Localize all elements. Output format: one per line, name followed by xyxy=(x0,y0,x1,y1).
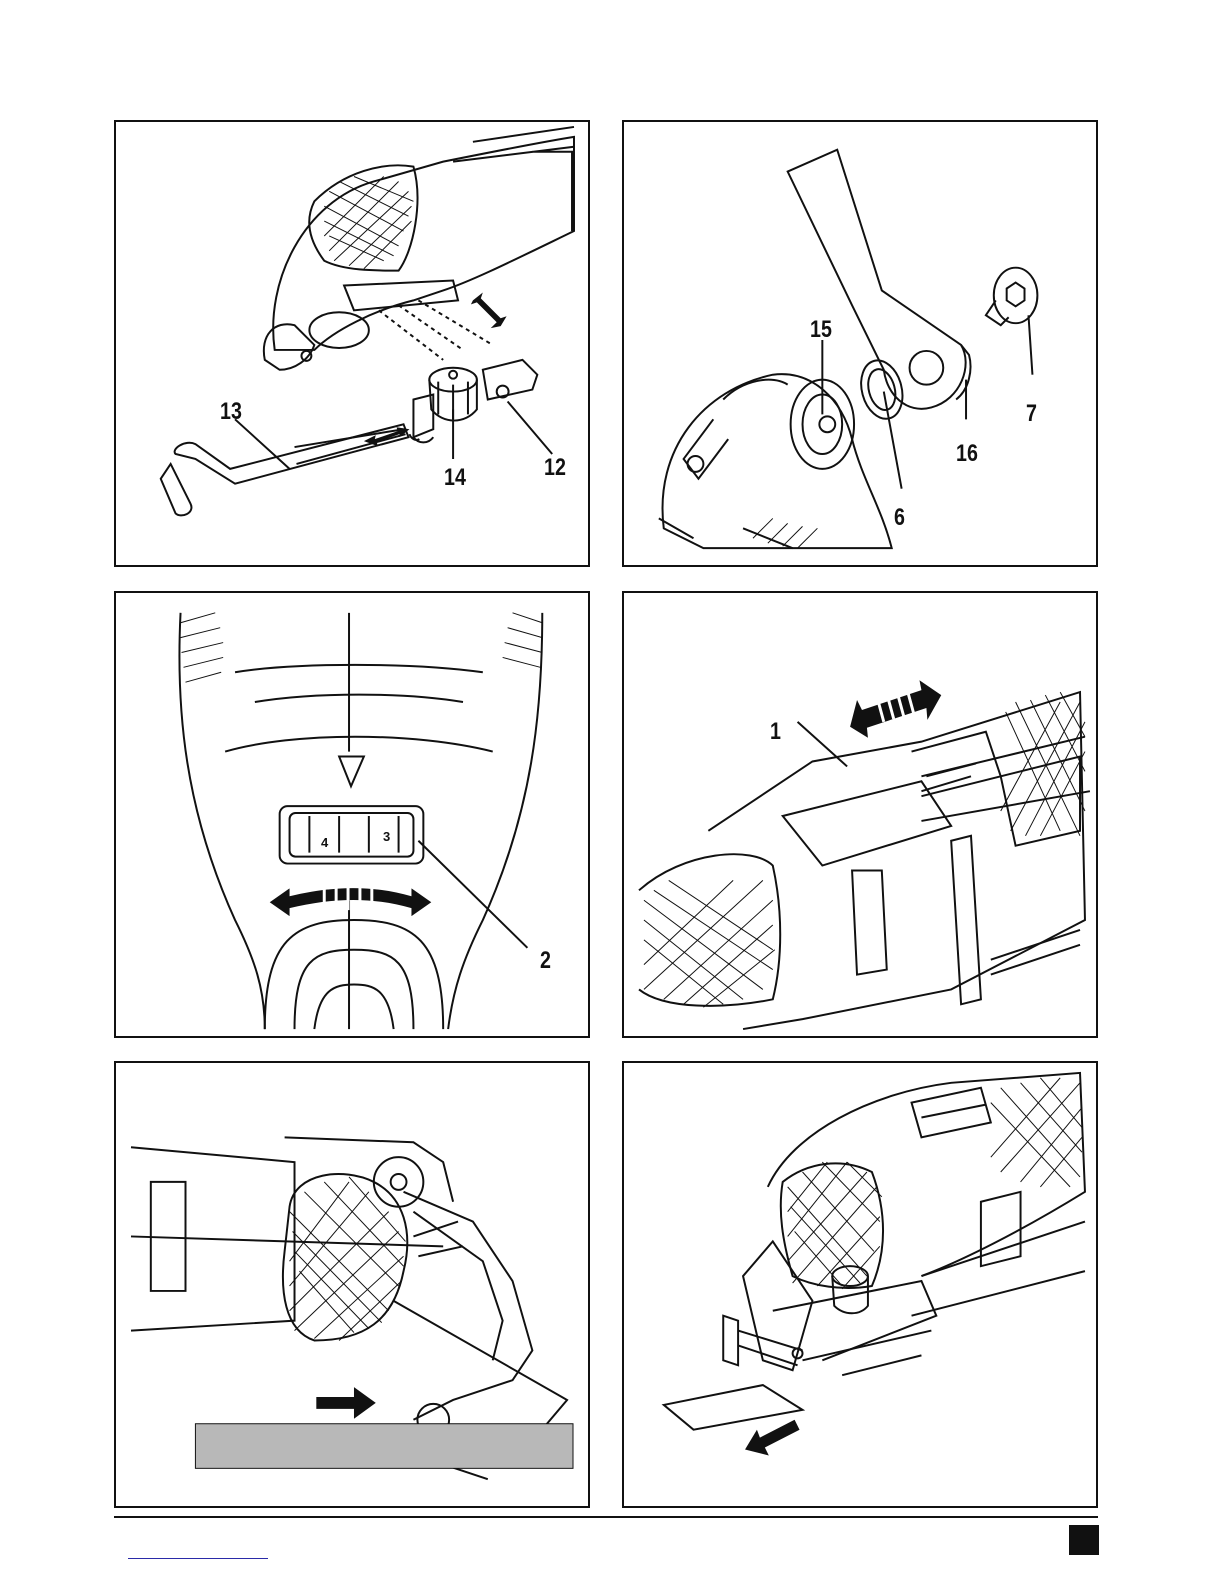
figure-4-panel: 1 xyxy=(622,591,1098,1038)
page-number-square xyxy=(1069,1525,1099,1555)
callout-14: 14 xyxy=(444,464,466,492)
callout-2: 2 xyxy=(540,947,551,975)
figure-1-illustration xyxy=(116,122,588,565)
dial-number-3: 3 xyxy=(383,829,390,844)
callout-15: 15 xyxy=(810,316,832,344)
footer-link-underline[interactable] xyxy=(128,1558,268,1559)
left-arrow-icon xyxy=(745,1420,800,1456)
callout-12: 12 xyxy=(544,454,566,482)
figure-6-illustration xyxy=(624,1063,1096,1506)
callout-7: 7 xyxy=(1026,400,1037,428)
figure-2-panel: 15 16 7 6 xyxy=(622,120,1098,567)
figure-5-panel xyxy=(114,1061,590,1508)
figure-6-panel xyxy=(622,1061,1098,1508)
figure-4-illustration xyxy=(624,593,1096,1036)
callout-6: 6 xyxy=(894,504,905,532)
grey-bar xyxy=(195,1424,573,1469)
figure-5-illustration xyxy=(116,1063,588,1506)
figure-3-illustration xyxy=(116,593,588,1036)
footer-rule xyxy=(114,1516,1098,1518)
double-arrow-icon xyxy=(471,292,507,328)
callout-13: 13 xyxy=(220,398,242,426)
callout-16: 16 xyxy=(956,440,978,468)
double-arrow-icon xyxy=(850,680,941,737)
right-arrow-icon xyxy=(316,1387,375,1419)
curved-double-arrow-icon xyxy=(270,888,432,916)
figure-3-panel: 4 3 2 xyxy=(114,591,590,1038)
figure-2-illustration xyxy=(624,122,1096,565)
callout-1: 1 xyxy=(770,718,781,746)
figure-1-panel: 13 14 12 xyxy=(114,120,590,567)
dial-number-4: 4 xyxy=(321,835,328,850)
